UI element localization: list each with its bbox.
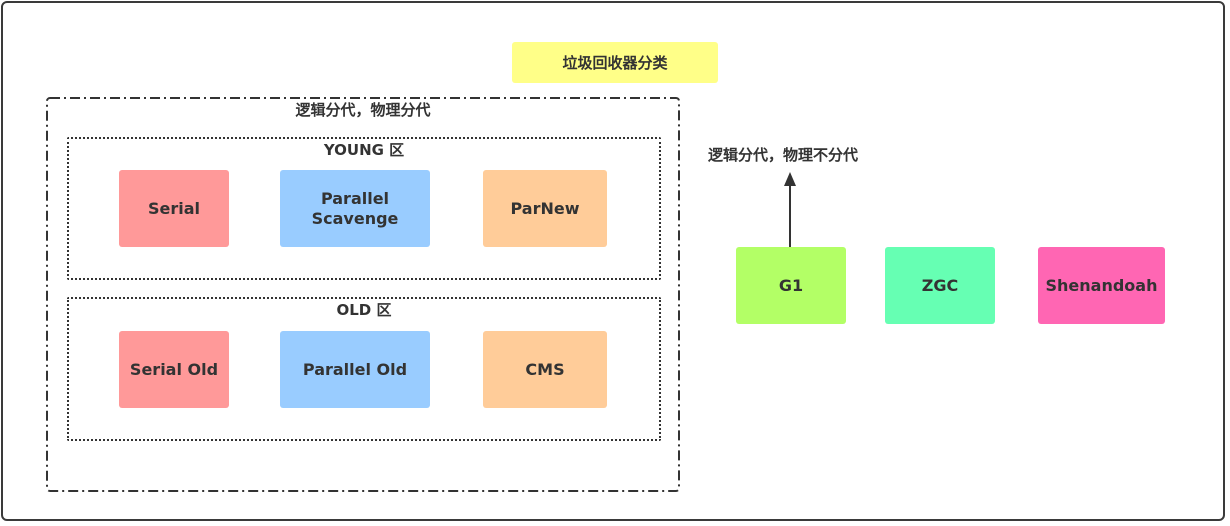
arrow-up-icon xyxy=(784,172,796,248)
collector-serial-old: Serial Old xyxy=(119,331,229,408)
collector-serial: Serial xyxy=(119,170,229,247)
collector-cms: CMS xyxy=(483,331,607,408)
old-region-label: OLD 区 xyxy=(336,301,392,319)
generational-group: 逻辑分代，物理分代 xyxy=(46,97,680,492)
collector-zgc: ZGC xyxy=(885,247,995,324)
old-region: OLD 区 xyxy=(67,297,661,441)
diagram-title: 垃圾回收器分类 xyxy=(512,42,718,83)
collector-parnew: ParNew xyxy=(483,170,607,247)
collector-shenandoah: Shenandoah xyxy=(1038,247,1165,324)
collector-g1: G1 xyxy=(736,247,846,324)
young-region-label: YOUNG 区 xyxy=(323,141,405,159)
non-generational-annotation: 逻辑分代，物理不分代 xyxy=(708,146,859,164)
generational-group-label: 逻辑分代，物理分代 xyxy=(295,101,431,119)
collector-parallel-old: Parallel Old xyxy=(280,331,430,408)
collector-parallel-scavenge: Parallel Scavenge xyxy=(280,170,430,247)
young-region: YOUNG 区 xyxy=(67,137,661,280)
generational-group-border xyxy=(46,97,680,492)
